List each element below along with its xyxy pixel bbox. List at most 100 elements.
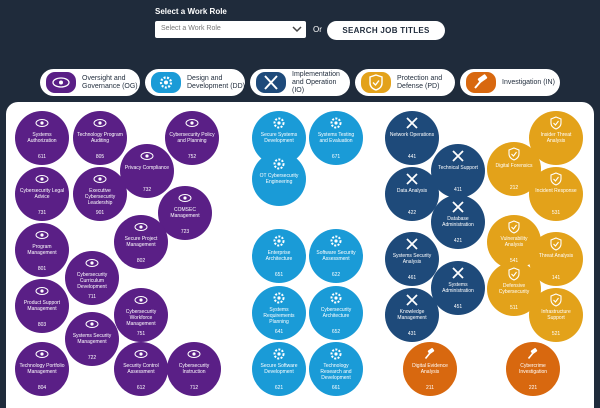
- filter-io[interactable]: Implementation and Operation (IO): [250, 69, 350, 96]
- filter-pd[interactable]: Protection and Defense (PD): [355, 69, 455, 96]
- work-role-code: 641: [274, 329, 284, 335]
- work-role-code: 211: [426, 385, 434, 391]
- shield-icon: [550, 293, 562, 307]
- work-role-title: Cybersecurity Instruction: [178, 363, 210, 375]
- work-role-title: Technology Program Auditing: [77, 132, 123, 144]
- work-role-title: Secure Software Development: [260, 363, 298, 375]
- shield-icon: [508, 220, 520, 234]
- work-role-title: Data Analysis: [396, 188, 428, 194]
- work-role-title: Cybersecurity Workforce Management: [125, 309, 157, 327]
- work-role-title: Cybersecurity Legal Advice: [19, 188, 65, 200]
- tools-icon: [406, 117, 418, 129]
- work-role-title: Incident Response: [535, 188, 577, 194]
- work-role-code: 141: [551, 275, 561, 281]
- filter-in[interactable]: Investigation (IN): [460, 69, 560, 96]
- work-role-title: Security Control Assessment: [123, 363, 159, 375]
- category-filters: Oversight and Governance (OG) Design and…: [0, 69, 600, 97]
- filter-io-label: Implementation and Operation (IO): [292, 70, 340, 94]
- work-role-bubble[interactable]: Cybersecurity Instruction 712: [167, 342, 221, 396]
- eye-icon: [134, 223, 148, 231]
- work-role-title: Cybersecurity Curriculum Development: [76, 272, 108, 290]
- eye-icon: [134, 350, 148, 358]
- work-role-code: 221: [528, 385, 538, 391]
- work-role-title: Threat Analysis: [538, 253, 574, 259]
- shield-icon: [550, 237, 562, 251]
- shield-icon: [550, 172, 562, 186]
- tools-icon: [406, 173, 418, 185]
- gear-icon: [273, 235, 285, 247]
- filter-pd-label: Protection and Defense (PD): [397, 74, 443, 90]
- work-role-title: Technology Research and Development: [320, 363, 352, 381]
- work-role-title: Insider Threat Analysis: [540, 132, 572, 144]
- or-label: Or: [313, 25, 322, 34]
- work-role-bubble[interactable]: COMSEC Management 723: [158, 186, 212, 240]
- work-role-bubble[interactable]: Security Control Assessment 612: [114, 342, 168, 396]
- work-role-code: 712: [189, 385, 199, 391]
- work-role-bubble[interactable]: OT Cybersecurity Engineering: [252, 152, 306, 206]
- work-role-title: Systems Authorization: [27, 132, 57, 144]
- work-role-title: COMSEC Management: [170, 207, 200, 219]
- work-role-title: Systems Security Management: [72, 333, 112, 345]
- chevron-down-icon: [292, 26, 302, 33]
- gavel-icon: [466, 72, 496, 93]
- work-role-code: 611: [38, 154, 46, 160]
- work-role-bubble[interactable]: Cybersecurity Workforce Management 751: [114, 288, 168, 342]
- eye-icon: [93, 175, 107, 183]
- work-role-code: 751: [136, 331, 146, 337]
- search-job-titles-button[interactable]: SEARCH JOB TITLES: [327, 21, 445, 40]
- tools-icon: [406, 238, 418, 250]
- eye-icon: [35, 175, 49, 183]
- filter-og[interactable]: Oversight and Governance (OG): [40, 69, 140, 96]
- filter-dd[interactable]: Design and Development (DD): [145, 69, 245, 96]
- gavel-icon: [424, 348, 435, 360]
- work-role-code: 801: [37, 266, 47, 272]
- work-role-code: 651: [274, 272, 284, 278]
- work-role-title: Privacy Compliance: [124, 165, 170, 171]
- work-role-title: Network Operations: [389, 132, 435, 138]
- work-role-code: 804: [37, 385, 47, 391]
- work-role-code: 521: [551, 331, 561, 337]
- select-label: Select a Work Role: [155, 7, 227, 16]
- gear-icon: [330, 348, 342, 360]
- work-role-title: Systems Administration: [442, 282, 474, 294]
- work-role-code: 612: [136, 385, 146, 391]
- work-role-code: 752: [187, 154, 197, 160]
- work-role-title: Executive Cybersecurity Leadership: [84, 188, 116, 206]
- work-role-select[interactable]: Select a Work Role: [155, 21, 306, 38]
- tools-icon: [452, 201, 464, 213]
- work-role-code: 723: [180, 229, 190, 235]
- gear-icon: [330, 292, 342, 304]
- work-role-code: 541: [509, 258, 519, 264]
- work-role-bubble[interactable]: Systems Authorization 611: [15, 111, 69, 165]
- work-role-select-value: Select a Work Role: [161, 25, 221, 32]
